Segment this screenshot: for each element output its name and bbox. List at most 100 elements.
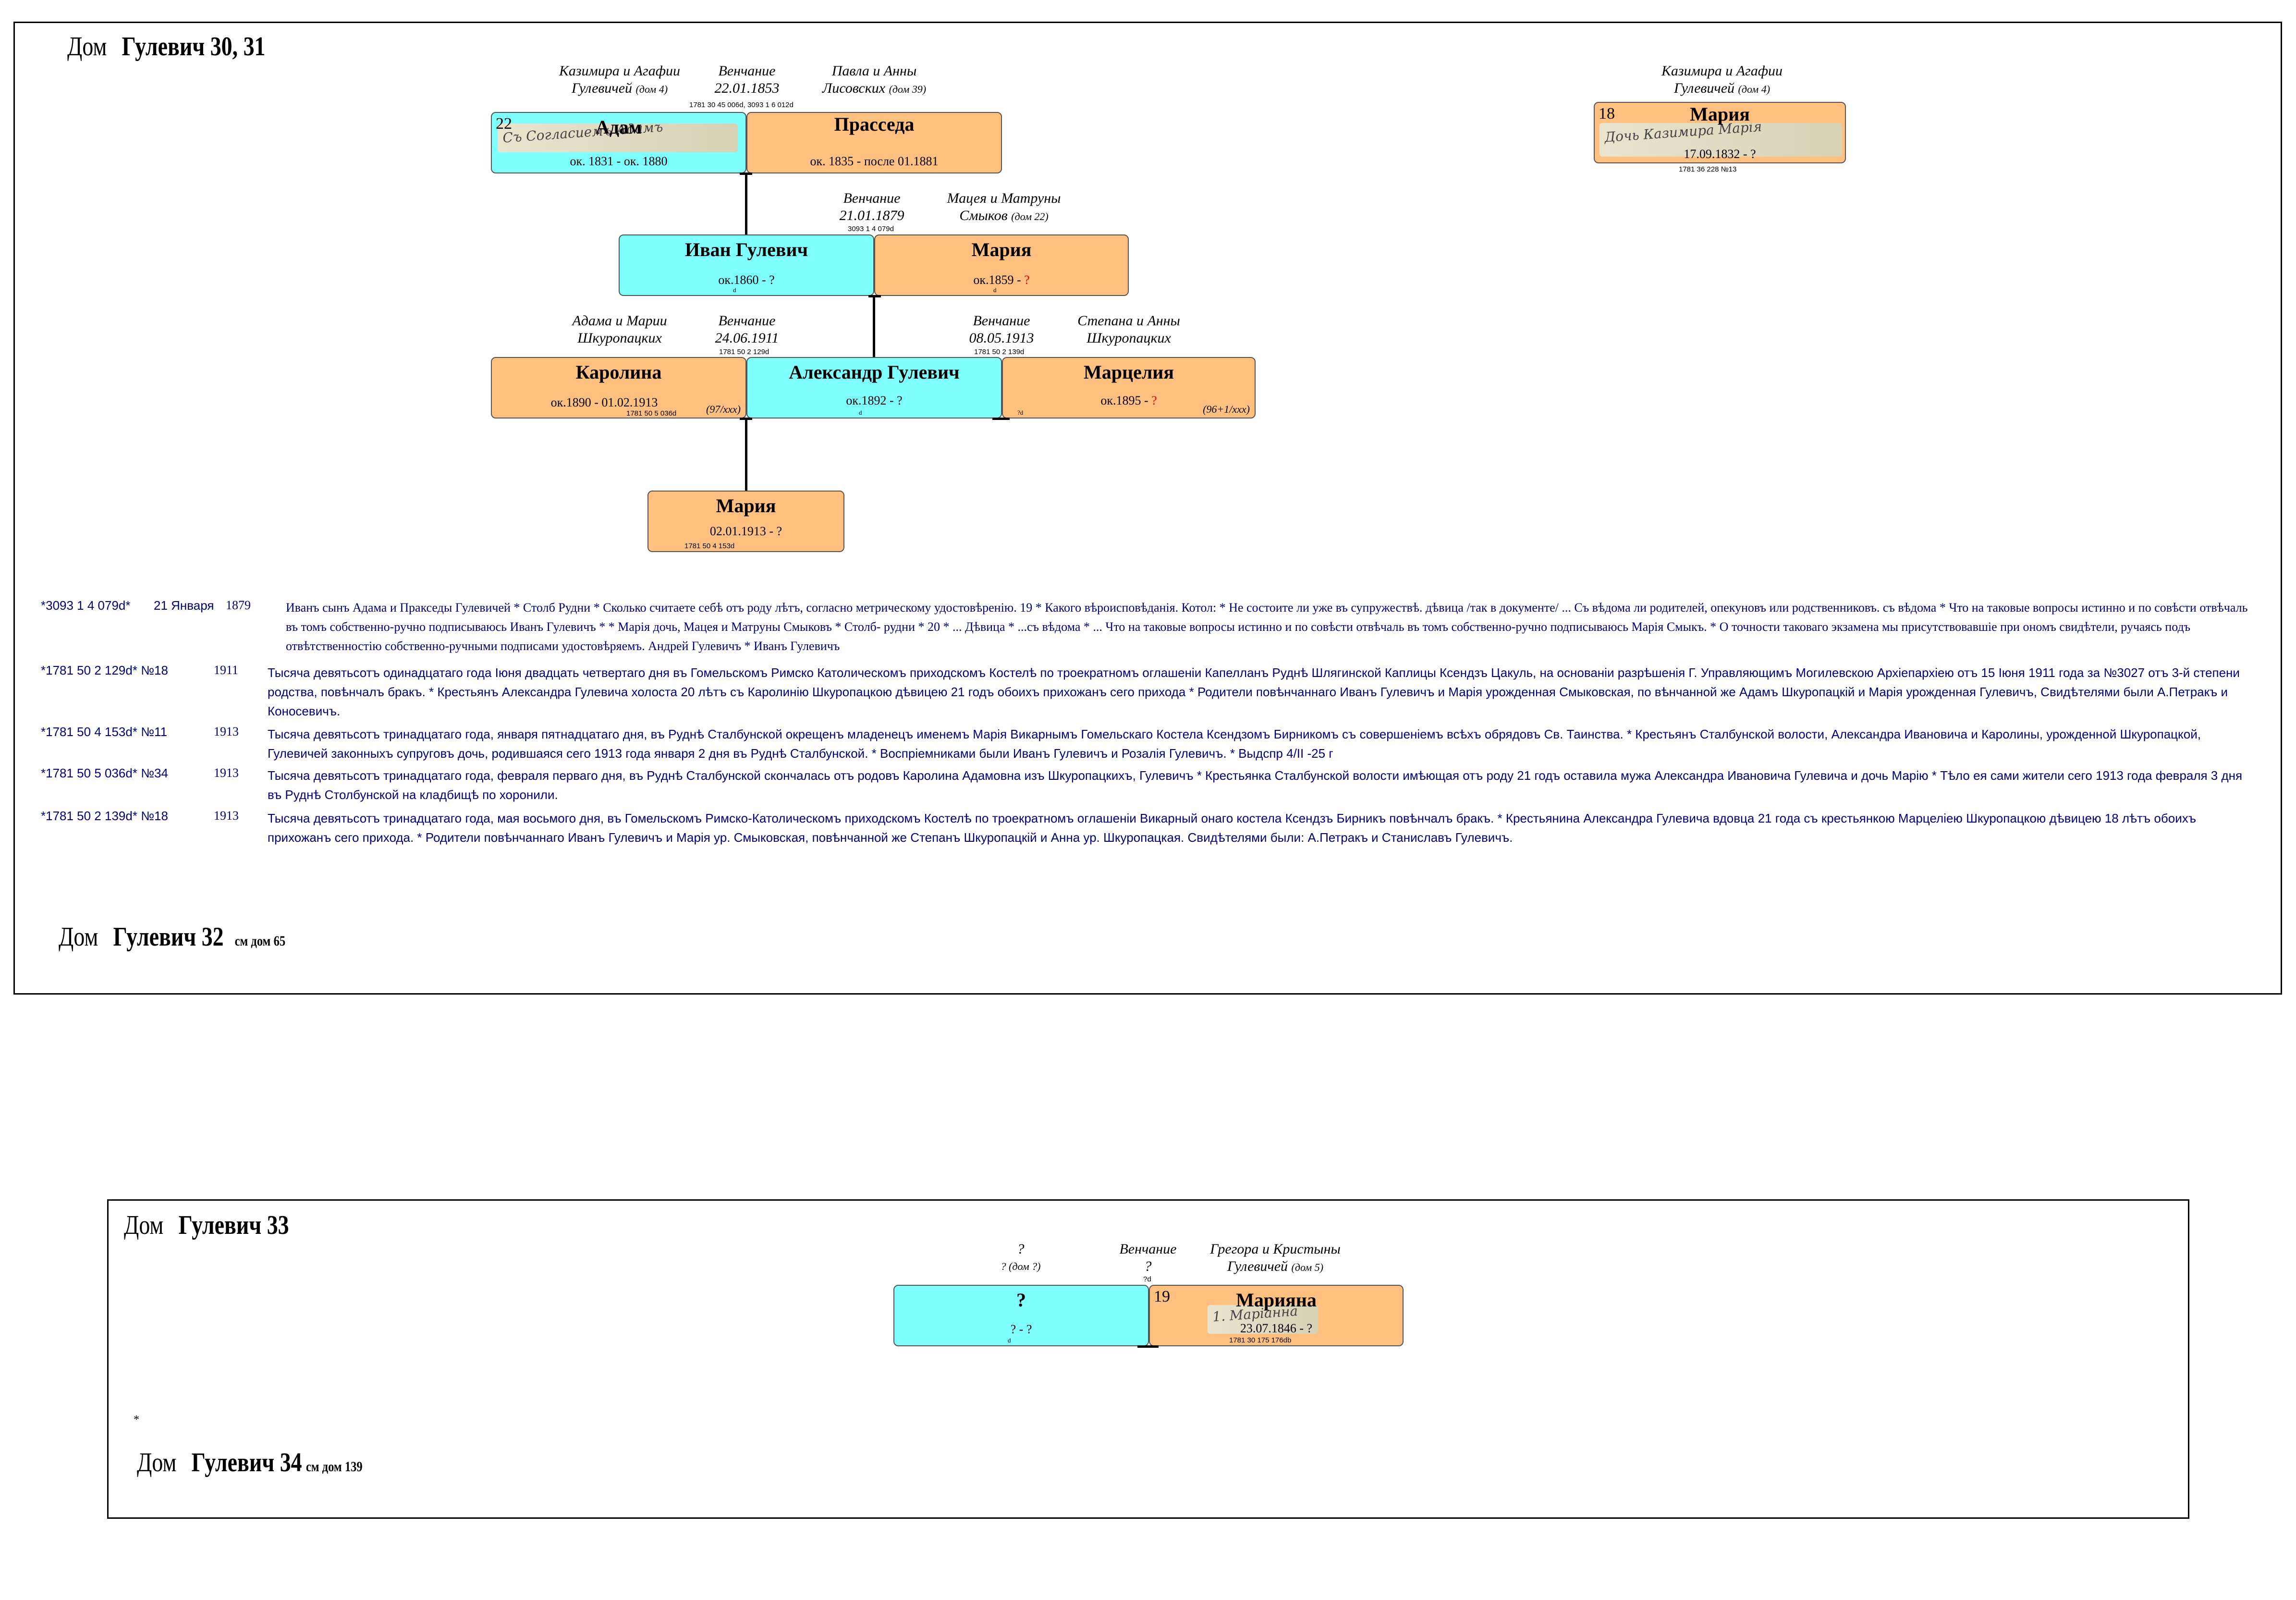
record-row-1: *3093 1 4 079d* 21 Января 1879 Иванъ сын… (41, 598, 2255, 656)
person-marcelia[interactable]: Марцелия ок.1895 - ? ?d (96+1/ххх) (1002, 357, 1256, 418)
mariana-name: Марияна (1236, 1289, 1317, 1311)
wedding2-date: 21.01.1879 (839, 208, 904, 223)
maria18-parents-line1: Казимира и Агафии (1661, 63, 1783, 79)
record-year: 1913 (214, 809, 239, 823)
person-maria-child[interactable]: Мария 02.01.1913 - ? 1781 50 4 153d (647, 491, 844, 552)
house33-dom: Дом (124, 1210, 164, 1240)
maria18-parents-line2: Гулевичей (1673, 80, 1735, 96)
house33-name: Гулевич 33 (178, 1210, 289, 1240)
marcelia-name: Марцелия (1084, 361, 1174, 383)
person-karolina[interactable]: Каролина ок.1890 - 01.02.1913 (97/ххх) 1… (491, 357, 746, 418)
mariana-ref: 1781 30 175 176db (1229, 1336, 1292, 1344)
maria-ivan-parents-line2: Смыков (959, 208, 1008, 223)
unknown-parents-line2: ? (дом ?) (1001, 1260, 1041, 1272)
unknown-dates: ? - ? (1010, 1322, 1032, 1336)
record-text: Тысяча девятьсотъ тринадцатаго года, янв… (268, 727, 2201, 761)
maria-child-name: Мария (716, 495, 776, 517)
maria-ivan-parents-house: (дом 22) (1011, 210, 1049, 222)
ivan-name: Иван Гулевич (684, 239, 808, 260)
praskeda-parents-line1: Павла и Анны (831, 63, 917, 79)
wedding1-label: Венчание 22.01.1853 (696, 62, 797, 97)
connector-ivan-tick (868, 295, 881, 297)
house-frame-30-31 (13, 22, 2282, 995)
mariana-parents-house: (дом 5) (1291, 1261, 1324, 1273)
ivan-tag: d (733, 286, 736, 294)
mariana-house-number: 19 (1154, 1288, 1170, 1305)
record-ref: *1781 50 2 139d* №18 (41, 809, 169, 823)
maria-smyk-dates: ок.1859 - ? (973, 273, 1030, 287)
alexandr-tag: d (859, 409, 862, 416)
adam-name: Адам (595, 116, 642, 138)
connector-marcelia-tick (992, 418, 1010, 420)
connector-adam-ivan (745, 173, 747, 235)
karolina-dates: ок.1890 - 01.02.1913 (550, 395, 658, 409)
stray-mark: * (134, 1414, 139, 1426)
wedding1-ref: 1781 30 45 006d, 3093 1 6 012d (689, 101, 794, 109)
wedding4-date: 08.05.1913 (969, 330, 1034, 346)
wedding2-ref: 3093 1 4 079d (848, 225, 894, 233)
mariana-dates: 23.07.1846 - ? (1240, 1321, 1313, 1335)
person-alexandr[interactable]: Александр Гулевич ок.1892 - ? d (746, 357, 1002, 418)
house32-dom: Дом (59, 922, 98, 952)
person-ivan[interactable]: Иван Гулевич ок.1860 - ? d (619, 234, 874, 296)
mariana-parents-line2: Гулевичей (1227, 1258, 1288, 1274)
maria-child-dates: 02.01.1913 - ? (709, 524, 782, 538)
wedding4-label: Венчание 08.05.1913 (951, 312, 1052, 347)
connector-ivan-alexandr (873, 296, 875, 357)
person-praskeda[interactable]: Прасседа ок. 1835 - после 01.1881 (746, 112, 1002, 173)
house32-name: Гулевич 32 (113, 922, 224, 952)
mariana-parents-label: Грегора и Кристыны Гулевичей (дом 5) (1196, 1241, 1355, 1276)
record-row-5: *1781 50 2 139d* №18 1913 Тысяча девятьс… (41, 809, 2255, 847)
record-ref: *1781 50 2 129d* №18 (41, 663, 169, 677)
unknown-tag: d (1008, 1337, 1011, 1344)
adam-parents-line1: Казимира и Агафии (559, 63, 681, 79)
house34-name: Гулевич 34 (191, 1448, 302, 1477)
praskeda-parents-line2: Лисовских (822, 80, 886, 96)
record-row-3: *1781 50 4 153d* №11 1913 Тысяча девятьс… (41, 725, 2255, 763)
record-year: 1879 (226, 598, 251, 612)
person-unknown[interactable]: ? ? - ? d (893, 1285, 1149, 1346)
adam-house-number: 22 (496, 115, 512, 133)
adam-parents-line2: Гулевичей (571, 80, 633, 96)
wedding1-date: 22.01.1853 (714, 80, 780, 96)
wedding5-tag: ?d (1143, 1275, 1151, 1283)
maria-ivan-parents-label: Мацея и Матруны Смыков (дом 22) (925, 190, 1083, 225)
mariana-signature-image: 1. Маріанна (1208, 1305, 1318, 1334)
karolina-ref: 1781 50 5 036d (626, 409, 677, 418)
maria18-signature-image: Дочь Казимира Марія (1600, 123, 1842, 157)
ivan-dates: ок.1860 - ? (718, 273, 775, 287)
maria-child-ref: 1781 50 4 153d (684, 542, 735, 550)
wedding4-ref: 1781 50 2 139d (974, 348, 1025, 356)
maria18-parents-house: (дом 4) (1738, 83, 1771, 95)
connector-mariana-tick (1137, 1345, 1159, 1348)
marcelia-dates: ок.1895 - ? (1100, 394, 1157, 407)
karolina-parents-label: Адама и Марии Шкуропацких (543, 312, 696, 347)
wedding5-label: Венчание ? (1100, 1241, 1196, 1275)
person-maria-smyk[interactable]: Мария ок.1859 - ? d (874, 234, 1129, 296)
house-title-33: Дом Гулевич 33 (124, 1210, 289, 1241)
praskeda-parents-label: Павла и Анны Лисовских (дом 39) (797, 62, 951, 98)
karolina-note: (97/ххх) (706, 403, 741, 415)
wedding3-title: Венчание (718, 313, 776, 329)
maria18-dates: 17.09.1832 - ? (1684, 147, 1756, 161)
marcelia-parents-line1: Степана и Анны (1077, 313, 1180, 329)
person-mariana[interactable]: 1. Маріанна 19 Марияна 23.07.1846 - ? 17… (1149, 1285, 1404, 1346)
wedding5-date: ? (1144, 1258, 1152, 1274)
unknown-parents-line1: ? (1017, 1241, 1025, 1257)
person-adam[interactable]: Съ Согласиемъ Адамъ 22 Адам ок. 1831 - о… (491, 112, 746, 173)
person-maria-18[interactable]: Дочь Казимира Марія 18 Мария 17.09.1832 … (1594, 102, 1846, 163)
record-text: Тысяча девятьсотъ тринадцатаго года, фев… (268, 768, 2243, 802)
maria18-parents-label: Казимира и Агафии Гулевичей (дом 4) (1643, 62, 1801, 98)
maria-ivan-parents-line1: Мацея и Матруны (947, 190, 1061, 206)
record-date: 21 Января (154, 598, 214, 613)
record-year: 1913 (214, 725, 239, 738)
house-title-dom: Дом (67, 32, 107, 62)
unknown-parents-label: ? ? (дом ?) (961, 1241, 1081, 1275)
wedding3-date: 24.06.1911 (715, 330, 779, 346)
adam-parents-label: Казимира и Агафии Гулевичей (дом 4) (543, 62, 696, 98)
marcelia-note: (96+1/ххх) (1203, 403, 1250, 415)
record-year: 1911 (214, 663, 239, 677)
maria18-name: Мария (1690, 103, 1750, 125)
